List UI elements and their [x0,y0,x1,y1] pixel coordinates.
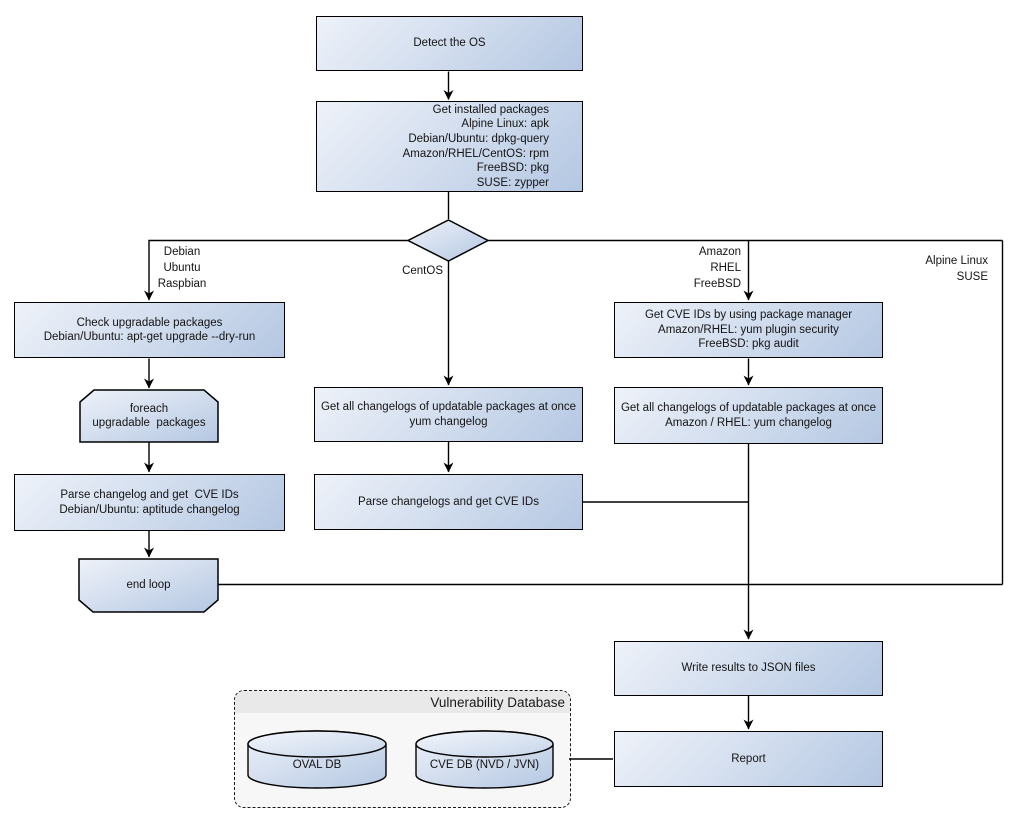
node-check-upgradable-packages: Check upgradable packages Debian/Ubuntu:… [14,302,285,358]
node-get-changelogs-amazon-rhel-label: Get all changelogs of updatable packages… [620,402,877,429]
node-get-changelogs-centos: Get all changelogs of updatable packages… [314,387,583,442]
end-loop-shape [78,558,219,613]
edge-label-alpine-linux-suse: Alpine Linux SUSE [925,255,988,283]
node-parse-changelog-debian-label: Parse changelog and get CVE IDs Debian/U… [59,489,240,516]
edge-label-amazon-rhel-freebsd: Amazon RHEL FreeBSD [693,246,741,290]
node-write-results-json-label: Write results to JSON files [681,662,816,675]
node-report-label: Report [731,752,766,765]
node-get-changelogs-amazon-rhel: Get all changelogs of updatable packages… [614,387,883,444]
node-get-installed-packages-label: Get installed packages Alpine Linux: apk… [402,103,549,189]
vulnerability-database-title: Vulnerability Database [430,694,565,710]
oval-db-cylinder-top [247,730,387,758]
cve-db-cylinder-top [415,730,554,758]
edge-label-debian-ubuntu-raspbian: Debian Ubuntu Raspbian [157,246,207,290]
node-write-results-json: Write results to JSON files [614,641,883,696]
node-check-upgradable-packages-label: Check upgradable packages Debian/Ubuntu:… [43,316,256,344]
node-report: Report [614,731,883,787]
node-parse-changelogs-centos: Parse changelogs and get CVE IDs [314,474,583,530]
node-detect-os: Detect the OS [316,16,583,71]
node-get-cve-ids-package-manager: Get CVE IDs by using package manager Ama… [614,302,883,358]
node-get-changelogs-centos-label: Get all changelogs of updatable packages… [320,401,577,428]
node-parse-changelogs-centos-label: Parse changelogs and get CVE IDs [358,495,539,508]
node-parse-changelog-debian: Parse changelog and get CVE IDs Debian/U… [14,474,285,531]
vulnerability-database-header: Vulnerability Database [235,691,570,713]
edge-label-centos: CentOS [402,265,443,277]
node-detect-os-label: Detect the OS [413,37,486,50]
edge-decision-to-check-upgradable [144,239,408,301]
node-get-installed-packages: Get installed packages Alpine Linux: apk… [316,101,583,192]
foreach-loop-shape [79,389,219,443]
os-decision-diamond [406,219,490,262]
node-get-cve-ids-package-manager-label: Get CVE IDs by using package manager Ama… [644,309,853,351]
